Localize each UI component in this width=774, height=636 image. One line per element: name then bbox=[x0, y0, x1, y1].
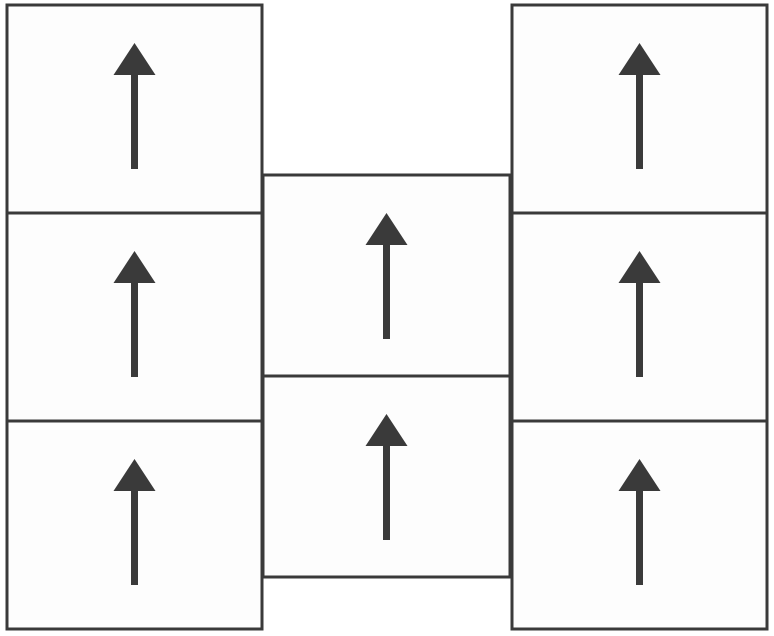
box-right-2 bbox=[510, 211, 769, 423]
arrow-head bbox=[365, 213, 408, 245]
box-middle-1 bbox=[261, 173, 512, 378]
up-arrow-icon bbox=[365, 414, 408, 540]
column-middle bbox=[261, 173, 512, 579]
up-arrow-icon bbox=[618, 459, 661, 585]
arrow-head bbox=[618, 251, 661, 283]
arrow-head bbox=[618, 43, 661, 75]
box-right-3 bbox=[510, 419, 769, 631]
up-arrow-icon bbox=[113, 43, 156, 169]
arrow-head bbox=[113, 43, 156, 75]
up-arrow-icon bbox=[618, 43, 661, 169]
box-middle-2 bbox=[261, 374, 512, 579]
box-left-1 bbox=[5, 3, 264, 215]
arrow-head bbox=[618, 459, 661, 491]
box-left-3 bbox=[5, 419, 264, 631]
up-arrow-icon bbox=[365, 213, 408, 339]
box-left-2 bbox=[5, 211, 264, 423]
up-arrow-icon bbox=[113, 251, 156, 377]
up-arrow-icon bbox=[113, 459, 156, 585]
arrow-head bbox=[113, 251, 156, 283]
column-right bbox=[510, 3, 769, 631]
arrow-head bbox=[113, 459, 156, 491]
column-left bbox=[5, 3, 264, 631]
up-arrow-icon bbox=[618, 251, 661, 377]
box-right-1 bbox=[510, 3, 769, 215]
arrow-head bbox=[365, 414, 408, 446]
